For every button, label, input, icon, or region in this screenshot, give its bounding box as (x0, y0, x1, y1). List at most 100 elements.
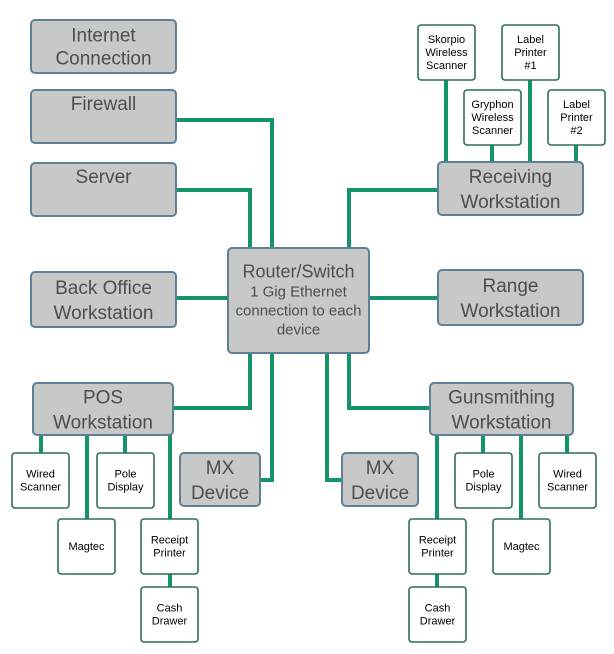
node-mx-left: MX Device (179, 452, 261, 507)
connector-server-router (176, 188, 252, 248)
node-label-line: Back Office (55, 278, 152, 299)
node-label-line: Cash (425, 603, 451, 615)
node-label-line: Printer (153, 548, 186, 560)
node-box (408, 518, 467, 575)
node-box (57, 518, 116, 575)
node-box (30, 19, 177, 74)
node-label-line: Firewall (71, 94, 136, 115)
node-label-line: Printer (560, 112, 593, 124)
node-label-line: Magtec (68, 541, 105, 553)
node-label-line: Receipt (151, 535, 188, 547)
node-label-line: Display (107, 482, 144, 494)
node-label-line: Drawer (420, 616, 456, 628)
node-label-line: Wireless (471, 112, 514, 124)
node-label-line: #1 (524, 60, 536, 72)
connector-receiving-router (347, 188, 438, 248)
node-label-line: Gryphon (471, 99, 513, 111)
node-box (11, 452, 70, 509)
node-box (501, 24, 560, 81)
node-box (538, 452, 597, 509)
node-box (96, 452, 155, 509)
node-box (30, 271, 177, 328)
connector-firewall-router (176, 118, 274, 248)
node-pos: POS Workstation (32, 382, 174, 436)
node-label-line: Wired (26, 469, 55, 481)
node-box (463, 89, 522, 146)
node-label-line: Scanner (20, 482, 61, 494)
node-pos-magtec: Magtec (57, 518, 116, 575)
node-label-line: Printer (514, 47, 547, 59)
node-box (547, 89, 606, 146)
node-label-line: Router/Switch (242, 261, 354, 281)
node-label-line: MX (206, 458, 235, 479)
node-label-line: Receiving (469, 167, 552, 188)
node-label-line: Display (465, 482, 502, 494)
node-box (30, 89, 177, 144)
node-box (32, 382, 174, 436)
node-box (417, 24, 476, 81)
node-label-line: Pole (114, 469, 136, 481)
node-gs-magtec: Magtec (492, 518, 551, 575)
node-label-line: Skorpio (428, 34, 465, 46)
node-box (140, 586, 199, 643)
node-label-line: device (277, 321, 320, 338)
connector-pos-router (173, 353, 252, 410)
node-label-line: Wired (553, 469, 582, 481)
node-label-line: Device (351, 483, 409, 504)
node-label-line: connection to each (236, 302, 362, 319)
node-label-line: Scanner (547, 482, 588, 494)
node-box (140, 518, 199, 575)
node-label-line: Workstation (461, 192, 561, 213)
node-label-line: Cash (157, 603, 183, 615)
node-router: Router/Switch 1 Gig Ethernet connection to… (227, 247, 370, 354)
node-label-line: Workstation (53, 413, 153, 434)
node-label-line: Gunsmithing (448, 388, 555, 409)
node-label-line: Server (76, 167, 133, 188)
node-label-line: Range (483, 276, 539, 297)
node-box (408, 586, 467, 643)
connector-gunsmithing-router (347, 353, 430, 410)
node-box (429, 382, 574, 436)
node-label-line: Label (517, 34, 544, 46)
node-label-line: Pole (472, 469, 494, 481)
node-box (454, 452, 513, 509)
node-label-line: Magtec (503, 541, 540, 553)
node-label-line: Drawer (152, 616, 188, 628)
node-label-line: Device (191, 483, 249, 504)
node-label-line: Receipt (419, 535, 456, 547)
node-label-line: #2 (570, 125, 582, 137)
node-box (492, 518, 551, 575)
node-label-line: Scanner (426, 60, 467, 72)
node-label-line: MX (366, 458, 395, 479)
node-box (437, 161, 584, 216)
node-label-line: 1 Gig Ethernet (250, 283, 348, 300)
node-label-line: Printer (421, 548, 454, 560)
node-firewall: Firewall (30, 89, 177, 144)
node-label-line: Connection (55, 48, 151, 69)
node-label-line: Workstation (461, 301, 561, 322)
node-mx-right: MX Device (341, 452, 419, 507)
connector-lines (39, 80, 578, 587)
connector-mxleft-router (260, 353, 274, 482)
node-server: Server (30, 162, 177, 217)
node-label-line: Label (563, 99, 590, 111)
node-label-line: Workstation (54, 303, 154, 324)
node-label-line: POS (83, 388, 123, 409)
